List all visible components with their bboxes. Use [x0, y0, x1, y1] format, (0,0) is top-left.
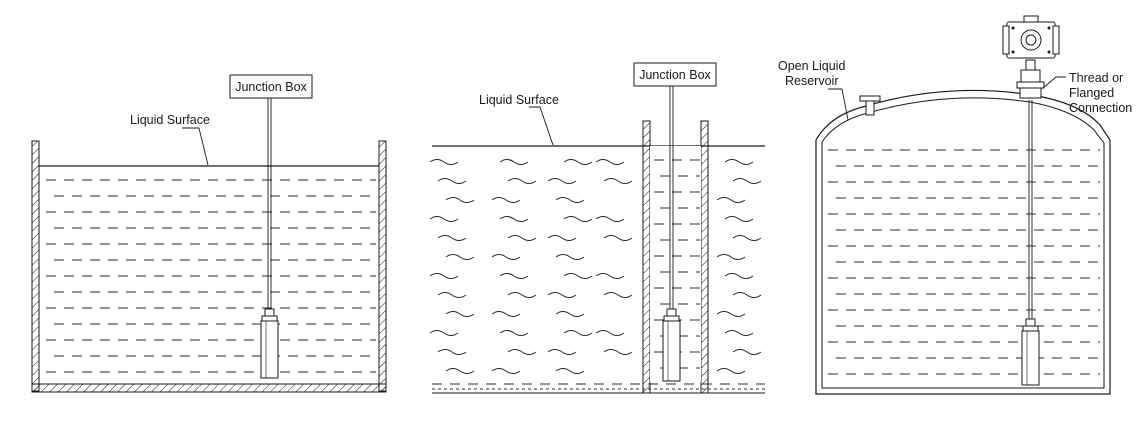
water-wave — [491, 368, 521, 374]
water-wave — [547, 178, 577, 184]
connection-label-line1: Thread or — [1069, 71, 1123, 85]
water-wave — [437, 178, 467, 184]
water-wave — [445, 368, 475, 374]
connection-leader — [1042, 76, 1066, 89]
water-wave — [499, 273, 529, 279]
water-wave — [547, 292, 577, 298]
water-wave — [491, 254, 521, 260]
water-wave — [547, 235, 577, 241]
water-wave — [563, 273, 593, 279]
water-wave — [732, 235, 762, 241]
water-wave — [445, 311, 475, 317]
vent-nozzle — [859, 95, 881, 116]
tank-right-wall — [378, 140, 387, 392]
water-wave — [445, 254, 475, 260]
water-wave — [429, 273, 459, 279]
water-wave — [724, 330, 754, 336]
water-wave — [595, 273, 625, 279]
water-wave — [732, 292, 762, 298]
water-wave — [445, 197, 475, 203]
water-wave — [603, 349, 633, 355]
water-wave — [555, 197, 585, 203]
junction-box — [229, 74, 313, 99]
vessel-outer — [815, 89, 1111, 395]
diagram-stilling-well: Junction Box Liquid Surface — [429, 62, 765, 394]
water-wave — [603, 292, 633, 298]
tank-floor — [31, 383, 387, 393]
reservoir-label-line2: Reservoir — [785, 74, 839, 88]
liquid-surface-leader — [182, 127, 209, 166]
water-wave — [507, 349, 537, 355]
water-waves — [429, 159, 762, 374]
reservoir-label-line1: Open Liquid — [778, 59, 845, 73]
water-wave — [429, 216, 459, 222]
water-wave — [724, 216, 754, 222]
transmitter-head — [1002, 15, 1060, 59]
pipe-right-wall — [700, 120, 709, 394]
junction-box-label: Junction Box — [235, 80, 307, 94]
diagram-closed-reservoir: Open Liquid Reservoir Thread or Flanged … — [778, 15, 1132, 395]
junction-box-label: Junction Box — [639, 68, 711, 82]
water-wave — [595, 216, 625, 222]
water-wave — [507, 178, 537, 184]
water-wave — [716, 311, 746, 317]
level-sensor — [662, 308, 681, 382]
water-wave — [507, 235, 537, 241]
level-sensor — [1021, 318, 1040, 386]
water-wave — [555, 254, 585, 260]
water-wave — [555, 368, 585, 374]
water-wave — [437, 292, 467, 298]
junction-box — [633, 62, 717, 87]
water-wave — [563, 330, 593, 336]
vessel-inner — [821, 97, 1105, 389]
water-wave — [437, 235, 467, 241]
water-wave — [716, 368, 746, 374]
water-wave — [547, 349, 577, 355]
reservoir-leader — [828, 88, 849, 121]
liquid-surface-label: Liquid Surface — [130, 113, 210, 127]
water-wave — [724, 159, 754, 165]
water-wave — [437, 349, 467, 355]
water-wave — [595, 330, 625, 336]
water-wave — [603, 235, 633, 241]
water-wave — [724, 273, 754, 279]
water-wave — [732, 178, 762, 184]
connection-label-line3: Connection — [1069, 101, 1132, 115]
water-wave — [555, 311, 585, 317]
liquid-surface-leader — [529, 106, 554, 146]
diagram-open-tank: Junction Box Liquid Surface — [31, 74, 387, 393]
water-wave — [491, 311, 521, 317]
water-wave — [429, 330, 459, 336]
water-wave — [595, 159, 625, 165]
water-wave — [499, 159, 529, 165]
connection-label-line2: Flanged — [1069, 86, 1114, 100]
water-wave — [563, 159, 593, 165]
flanged-connection — [1016, 59, 1045, 99]
level-sensor — [260, 308, 279, 379]
water-wave — [507, 292, 537, 298]
water-wave — [491, 197, 521, 203]
tank-left-wall — [31, 140, 40, 392]
pipe-left-wall — [642, 120, 651, 394]
water-wave — [716, 254, 746, 260]
water-wave — [603, 178, 633, 184]
water-wave — [429, 159, 459, 165]
water-wave — [732, 349, 762, 355]
water-wave — [716, 197, 746, 203]
liquid-surface-label: Liquid Surface — [479, 93, 559, 107]
reservoir-liquid-fill — [828, 149, 1100, 375]
water-wave — [499, 330, 529, 336]
water-wave — [563, 216, 593, 222]
liquid-fill — [46, 179, 376, 373]
water-wave — [499, 216, 529, 222]
